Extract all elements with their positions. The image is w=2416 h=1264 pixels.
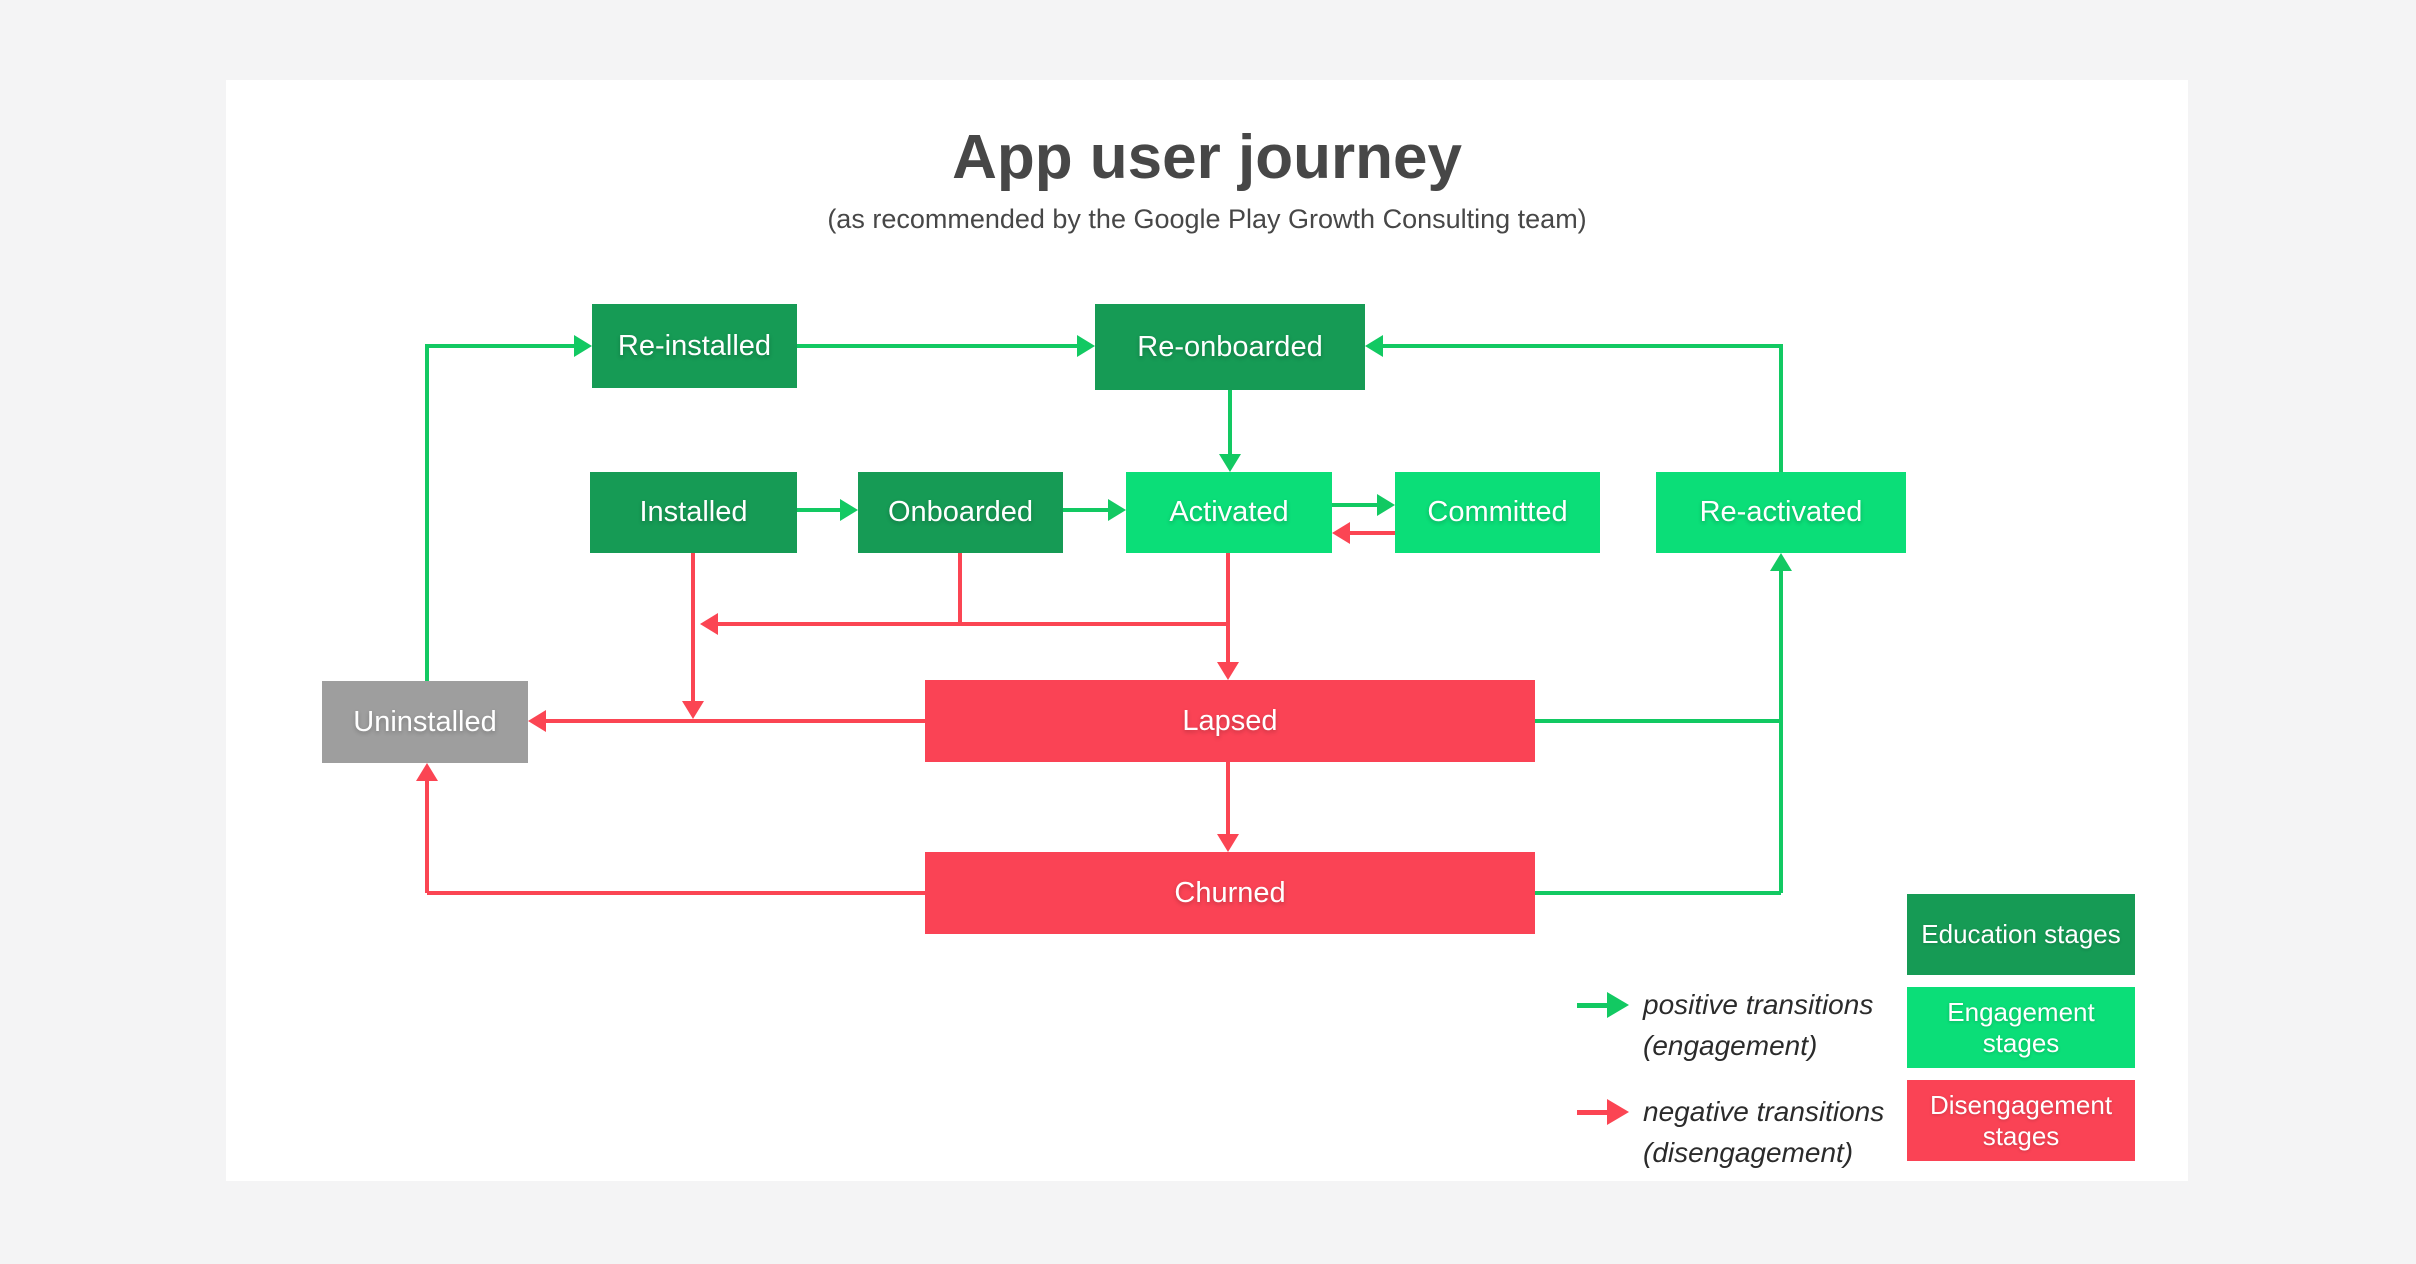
edge-to-reactivated-vertical — [1779, 571, 1783, 893]
node-re-onboarded: Re-onboarded — [1095, 304, 1365, 390]
legend-negative-line2: (disengagement) — [1643, 1137, 1854, 1168]
node-re-installed: Re-installed — [592, 304, 797, 388]
legend-positive-line1: positive transitions — [1643, 989, 1874, 1020]
node-installed: Installed — [590, 472, 797, 553]
edge-uninstalled-to-reinstalled-horizontal — [425, 344, 576, 348]
edge-reinstalled-to-reonboarded — [797, 344, 1077, 348]
edge-activated-to-lapsed — [1226, 553, 1230, 662]
arrowhead-into-activated-right — [1332, 522, 1350, 544]
legend-engagement-stages-label: Engagement stages — [1947, 996, 2095, 1058]
legend-positive-line2: (engagement) — [1643, 1030, 1818, 1061]
edge-uninstalled-to-reinstalled-vertical — [425, 346, 429, 681]
edge-to-uninstalled-collector-horizontal — [718, 622, 1230, 626]
node-installed-label: Installed — [639, 496, 748, 528]
node-re-onboarded-label: Re-onboarded — [1137, 330, 1323, 363]
edge-installed-to-onboarded — [797, 508, 840, 512]
node-committed-label: Committed — [1427, 496, 1568, 528]
arrowhead-into-lapsed-top — [1217, 662, 1239, 680]
edge-lapsed-to-churned — [1226, 762, 1230, 834]
edge-reactivated-to-reonboarded-vertical — [1779, 346, 1783, 472]
edge-churned-to-uninstalled-vertical — [425, 781, 429, 893]
edge-churned-to-uninstalled-horizontal — [427, 891, 925, 895]
arrowhead-into-reonboarded-left — [1077, 335, 1095, 357]
legend-positive-arrowhead-icon — [1607, 992, 1629, 1018]
legend-positive-label: positive transitions (engagement) — [1643, 984, 2003, 1066]
arrowhead-into-uninstalled-bottom — [416, 763, 438, 781]
page-subtitle: (as recommended by the Google Play Growt… — [827, 204, 1587, 234]
page-title: App user journey — [952, 123, 1462, 192]
node-lapsed-label: Lapsed — [1182, 704, 1278, 737]
edge-committed-to-activated — [1350, 531, 1395, 535]
node-churned: Churned — [925, 852, 1535, 934]
arrowhead-into-onboarded — [840, 499, 858, 521]
node-activated-label: Activated — [1169, 496, 1289, 528]
node-onboarded: Onboarded — [858, 472, 1063, 553]
arrowhead-into-churned-top — [1217, 834, 1239, 852]
legend-positive-arrow-line — [1577, 1003, 1609, 1008]
legend-disengagement-stages: Disengagement stages — [1907, 1080, 2135, 1161]
edge-installed-down-vertical — [691, 553, 695, 701]
legend-engagement-stages: Engagement stages — [1907, 987, 2135, 1068]
edge-reactivated-to-reonboarded-horizontal — [1383, 344, 1783, 348]
arrowhead-into-activated-left — [1108, 499, 1126, 521]
node-lapsed: Lapsed — [925, 680, 1535, 762]
legend-negative-line1: negative transitions — [1643, 1096, 1885, 1127]
node-activated: Activated — [1126, 472, 1332, 553]
diagram-canvas — [226, 80, 2188, 1181]
node-re-activated-label: Re-activated — [1699, 496, 1863, 528]
edge-reonboarded-to-activated — [1228, 390, 1232, 454]
node-re-activated: Re-activated — [1656, 472, 1906, 553]
node-uninstalled-label: Uninstalled — [353, 705, 497, 738]
node-uninstalled: Uninstalled — [322, 681, 528, 763]
arrowhead-into-reonboarded-right — [1365, 335, 1383, 357]
arrowhead-into-reinstalled — [574, 335, 592, 357]
legend-negative-arrowhead-icon — [1607, 1099, 1629, 1125]
legend-education-stages: Education stages — [1907, 894, 2135, 975]
arrowhead-into-committed — [1377, 494, 1395, 516]
arrowhead-installed-down — [682, 701, 704, 719]
edge-lapsed-to-reactivated-horizontal — [1535, 719, 1781, 723]
node-churned-label: Churned — [1174, 876, 1286, 909]
arrowhead-into-reactivated-bottom — [1770, 553, 1792, 571]
legend-education-stages-label: Education stages — [1921, 919, 2121, 949]
arrowhead-collector-left — [700, 613, 718, 635]
node-committed: Committed — [1395, 472, 1600, 553]
node-onboarded-label: Onboarded — [887, 496, 1034, 528]
legend-negative-arrow-line — [1577, 1110, 1609, 1115]
arrowhead-into-activated-top — [1219, 454, 1241, 472]
edge-onboarded-to-activated — [1063, 508, 1108, 512]
node-re-installed-label: Re-installed — [617, 329, 772, 362]
edge-churned-to-reactivated-horizontal — [1535, 891, 1781, 895]
edge-activated-to-committed — [1332, 503, 1377, 507]
arrowhead-into-uninstalled-right — [528, 710, 546, 732]
edge-onboarded-down-vertical — [958, 553, 962, 626]
legend-negative-label: negative transitions (disengagement) — [1643, 1091, 2003, 1173]
legend-disengagement-stages-label: Disengagement stages — [1929, 1089, 2113, 1151]
edge-lapsed-to-uninstalled — [546, 719, 925, 723]
